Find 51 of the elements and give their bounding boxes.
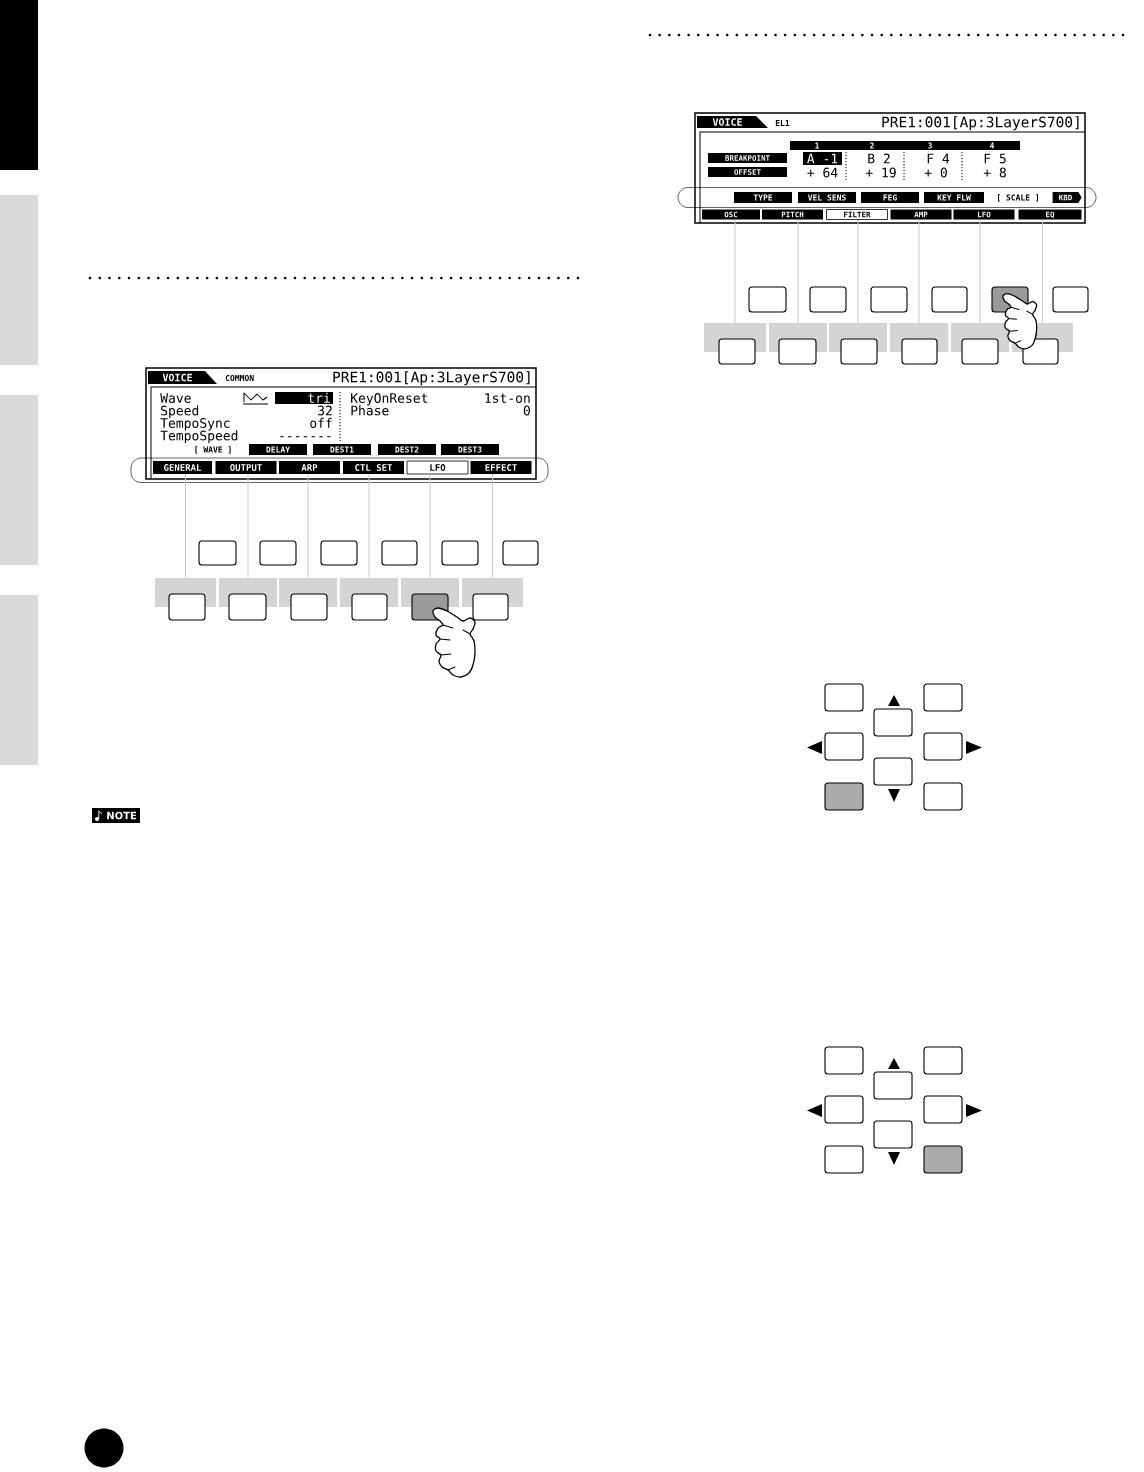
- selected-tab-label: [ WAVE ]: [195, 446, 231, 454]
- voice-name: PRE1:001[Ap:3LayerS700]: [882, 116, 1079, 131]
- voice-name: PRE1:001[Ap:3LayerS700]: [333, 371, 530, 386]
- column-number: 2: [870, 142, 874, 149]
- screen-tab: TYPE: [734, 192, 792, 203]
- parameter-value: -------: [280, 436, 331, 438]
- screen-tab: DEST1: [313, 444, 371, 455]
- screen-tab: KEY FLW: [924, 192, 984, 203]
- column-number: 1: [815, 142, 820, 149]
- element-label: EL1: [775, 120, 790, 126]
- screen-tab: VEL SENS: [798, 192, 856, 203]
- screen-tab: OUTPUT: [215, 461, 277, 474]
- parameter-value: A -1: [803, 152, 842, 165]
- parameter-name: Phase: [351, 405, 389, 416]
- parameter-value: 0: [523, 405, 530, 416]
- parameter-value: F 4: [927, 153, 950, 164]
- selected-tab-label: [ SCALE ]: [998, 194, 1039, 202]
- mode-tab: VOICE: [697, 116, 768, 128]
- parameter-value: tri: [275, 392, 333, 404]
- selected-tab: LFO: [406, 460, 469, 475]
- screen-tab: DEST3: [441, 444, 499, 455]
- parameter-value: 1st-on: [485, 393, 530, 403]
- leader-line: [185, 473, 186, 579]
- parameter-name: TempoSync: [160, 418, 230, 431]
- screen-tab: FEG: [861, 192, 919, 203]
- parameter-value: B 2: [868, 153, 890, 164]
- screen-tab: DELAY: [249, 444, 307, 455]
- parameter-name: KeyOnReset: [351, 393, 428, 406]
- mode-label: COMMON: [225, 375, 254, 382]
- column-number: 4: [990, 142, 995, 149]
- column-number: 3: [928, 142, 932, 149]
- screen-tab: ARP: [279, 461, 340, 474]
- note-tag: NOTE: [92, 808, 140, 823]
- parameter-value: + 0: [924, 167, 947, 178]
- parameter-value: + 19: [865, 167, 896, 178]
- parameter-value: 32: [318, 405, 332, 416]
- leader-line: [492, 473, 493, 579]
- mode-tab: VOICE: [148, 371, 217, 384]
- node-label: OUTPUT: [230, 464, 262, 471]
- parameter-value: off: [310, 417, 332, 428]
- parameter-value: F 5: [984, 153, 1006, 164]
- screen-tab: GENERAL: [153, 461, 212, 474]
- parameter-name: Wave: [160, 393, 191, 403]
- parameter-value: + 8: [983, 167, 1006, 178]
- parameter-name: Speed: [161, 405, 199, 418]
- parameter-name: TempoSpeed: [160, 430, 238, 443]
- screen-tab: EFFECT: [470, 461, 532, 474]
- screen-tab: CTL SET: [343, 461, 404, 474]
- leader-line: [1042, 219, 1043, 324]
- parameter-value: + 64: [807, 167, 838, 178]
- screen-tab: DEST2: [378, 444, 436, 455]
